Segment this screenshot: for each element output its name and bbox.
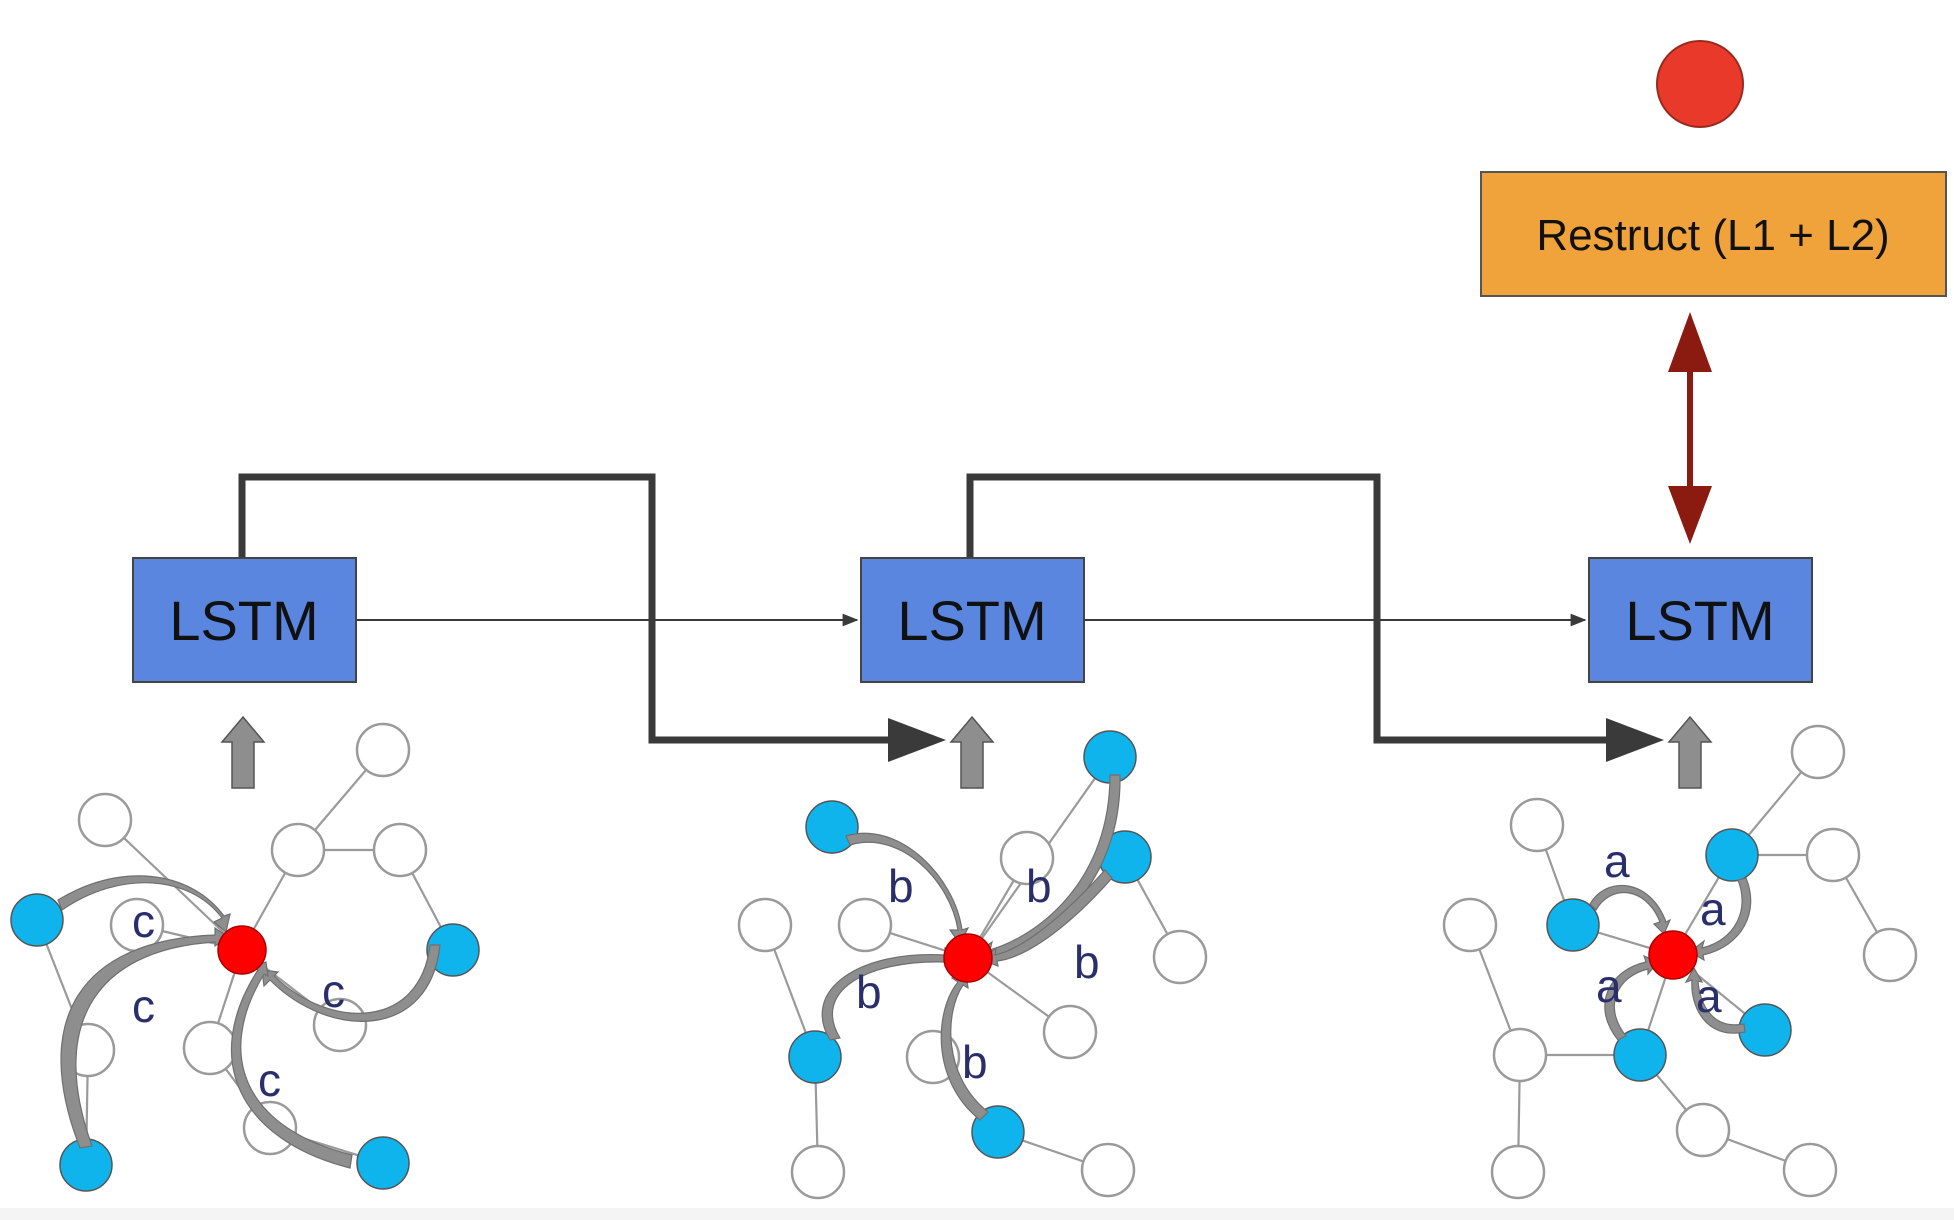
- message-label: a: [1604, 835, 1630, 887]
- message-label: b: [1026, 860, 1052, 912]
- neighbor-node: [971, 1105, 1025, 1159]
- lstm-label-3: LSTM: [1625, 589, 1774, 652]
- target-node: [217, 925, 267, 975]
- neighbor-node: [356, 1136, 410, 1190]
- neighbor-node: [805, 800, 859, 854]
- neighbor-node: [10, 893, 64, 947]
- message-label: a: [1696, 970, 1722, 1022]
- graph-3: a a a a: [1442, 724, 1918, 1200]
- input-arrow-2: [949, 715, 995, 789]
- loss-box-label: Restruct (L1 + L2): [1536, 211, 1889, 260]
- skip-connection-1: [238, 473, 946, 762]
- lstm-box-1: LSTM: [132, 557, 357, 683]
- bottom-strip: [0, 1208, 1954, 1220]
- neighbor-node: [1546, 898, 1600, 952]
- bidirectional-arrow: [1668, 312, 1712, 544]
- input-arrow-1: [220, 715, 266, 789]
- lstm-box-3: LSTM: [1588, 557, 1813, 683]
- message-label: c: [132, 895, 155, 947]
- target-node: [1648, 930, 1698, 980]
- neighbor-node: [1613, 1028, 1667, 1082]
- lstm-box-2: LSTM: [860, 557, 1085, 683]
- skip-connection-2: [966, 473, 1664, 762]
- loss-box: Restruct (L1 + L2): [1480, 171, 1947, 297]
- message-label: b: [856, 966, 882, 1018]
- message-label: b: [888, 860, 914, 912]
- message-label: b: [962, 1036, 988, 1088]
- message-label: b: [1074, 936, 1100, 988]
- graph-2: b b b b b: [737, 730, 1208, 1200]
- message-label: c: [322, 965, 345, 1017]
- neighbor-node: [1738, 1003, 1792, 1057]
- message-label: c: [132, 980, 155, 1032]
- lstm-label-2: LSTM: [897, 589, 1046, 652]
- message-label: c: [258, 1054, 281, 1106]
- graph-1: c c c c: [10, 722, 480, 1192]
- neighbor-node: [1705, 828, 1759, 882]
- input-arrow-3: [1667, 715, 1713, 789]
- lstm-label-1: LSTM: [169, 589, 318, 652]
- neighbor-node: [788, 1030, 842, 1084]
- target-node: [943, 933, 993, 983]
- output-node: [1656, 40, 1744, 128]
- message-label: a: [1700, 883, 1726, 935]
- message-label: a: [1596, 960, 1622, 1012]
- neighbor-node: [426, 923, 480, 977]
